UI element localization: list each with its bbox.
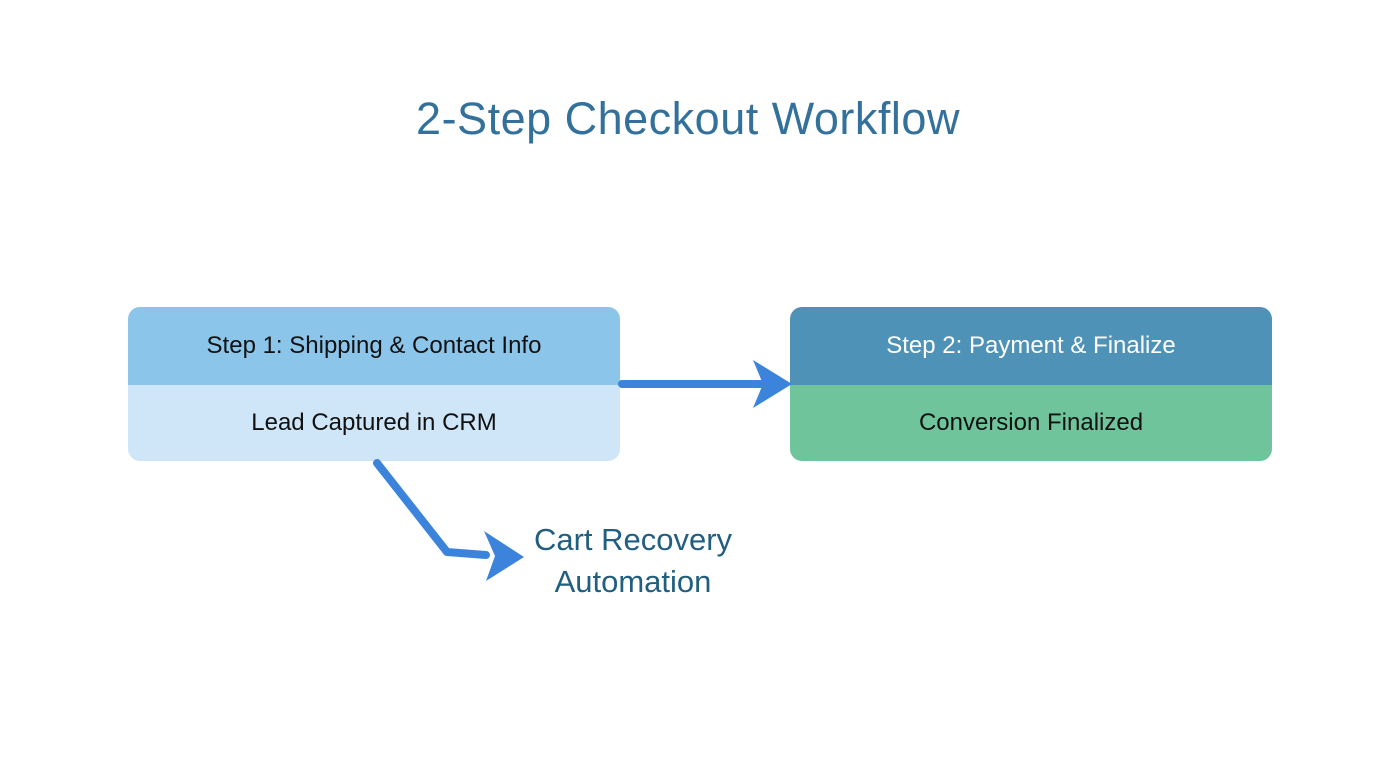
node-step1-body: Lead Captured in CRM — [128, 385, 620, 461]
cart-recovery-label: Cart Recovery Automation — [453, 519, 813, 603]
cart-recovery-label-line2: Automation — [554, 564, 712, 599]
page-title: 2-Step Checkout Workflow — [416, 93, 960, 144]
cart-recovery-label-line1: Cart Recovery — [533, 522, 733, 557]
node-step2[interactable]: Step 2: Payment & Finalize Conversion Fi… — [790, 307, 1272, 461]
node-step2-body: Conversion Finalized — [790, 385, 1272, 461]
node-step1-header: Step 1: Shipping & Contact Info — [128, 307, 620, 385]
arrow-step1-to-step2 — [618, 360, 792, 408]
node-step2-header: Step 2: Payment & Finalize — [790, 307, 1272, 385]
node-step1[interactable]: Step 1: Shipping & Contact Info Lead Cap… — [128, 307, 620, 461]
